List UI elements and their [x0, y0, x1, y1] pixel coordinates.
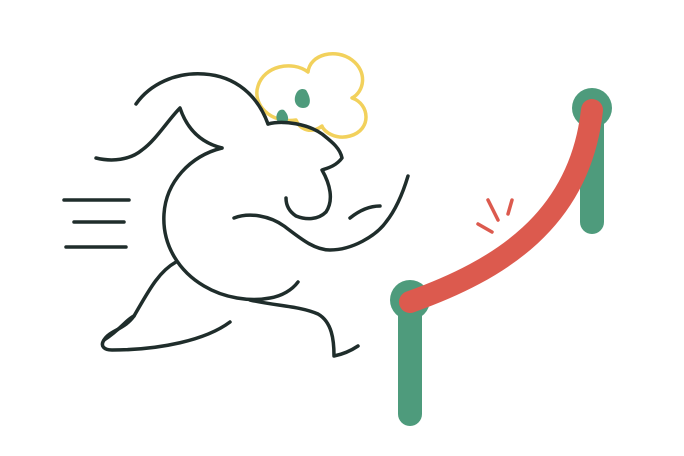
sweat-drops-icon	[276, 88, 310, 125]
figure-front-leg	[248, 298, 360, 358]
running-figure-icon	[94, 72, 410, 358]
strain-spark-icon	[476, 198, 514, 234]
figure-back-leg	[100, 260, 232, 352]
exhaust-puff-icon	[255, 52, 368, 139]
figure-hair	[94, 72, 270, 162]
speed-lines-icon	[62, 198, 131, 249]
finish-rope-icon	[399, 99, 603, 313]
sweat-drop-small	[276, 109, 289, 125]
figure-back-foot	[102, 314, 136, 342]
spark-line-3	[506, 198, 514, 216]
spark-line-1	[476, 222, 494, 234]
figure-head	[266, 120, 344, 221]
sweat-drop-large	[294, 88, 310, 108]
spark-line-2	[486, 198, 500, 222]
figure-body	[162, 146, 300, 302]
figure-front-hand	[348, 204, 382, 220]
figure-back-arm	[232, 174, 410, 252]
